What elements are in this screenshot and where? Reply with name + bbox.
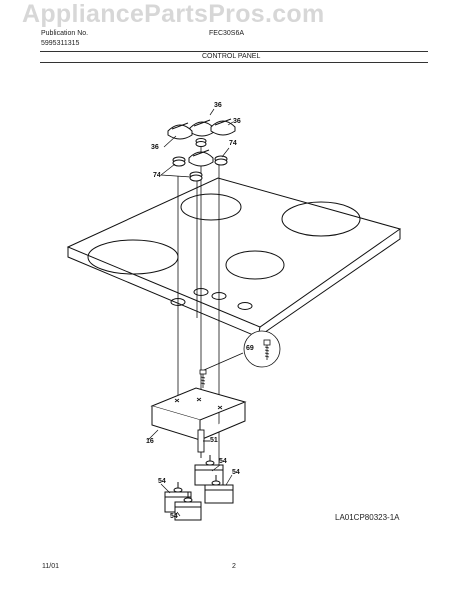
burner-right-rear (281, 201, 361, 237)
knob (189, 119, 215, 137)
knobs (167, 118, 236, 167)
switch (204, 475, 234, 504)
callout-screw: 69 (246, 345, 254, 352)
callout-knob: 36 (214, 102, 222, 109)
callout-bezel: 74 (229, 140, 237, 147)
shaft (197, 429, 210, 458)
header-rule-bottom (40, 62, 428, 63)
burner-right-front (225, 250, 285, 280)
callout-shaft: 51 (210, 437, 218, 444)
callout-switch: 54 (219, 458, 227, 465)
cooktop-panel (66, 177, 402, 338)
screw-icon (263, 339, 271, 360)
publication-label: Publication No. (41, 30, 89, 37)
knob-hole (237, 302, 253, 310)
callout-bezel: 74 (153, 172, 161, 179)
callout-knob: 36 (233, 118, 241, 125)
switch (174, 492, 202, 521)
drawing-code: LA01CP80323-1A (335, 513, 400, 522)
footer-page-number: 2 (232, 563, 236, 570)
knob (188, 149, 214, 167)
knob (167, 122, 193, 140)
callout-bracket: 16 (146, 438, 154, 445)
footer-date: 11/01 (42, 563, 59, 570)
knob (210, 118, 236, 136)
model-number: FEC30S6A (209, 30, 245, 37)
callout-switch: 54 (232, 469, 240, 476)
header-rule-top (40, 51, 428, 52)
section-title: CONTROL PANEL (202, 53, 261, 60)
infinite-switches (164, 455, 234, 521)
mounting-screw (199, 369, 207, 388)
bezels (172, 138, 228, 182)
callout-switch: 54 (170, 513, 178, 520)
watermark: AppliancePartsPros.com (22, 0, 325, 28)
publication-number: 5995311315 (41, 40, 80, 47)
screw-detail-circle (243, 330, 281, 368)
callout-switch: 54 (158, 478, 166, 485)
callout-knob: 36 (151, 144, 159, 151)
burner-left-rear (180, 193, 242, 221)
